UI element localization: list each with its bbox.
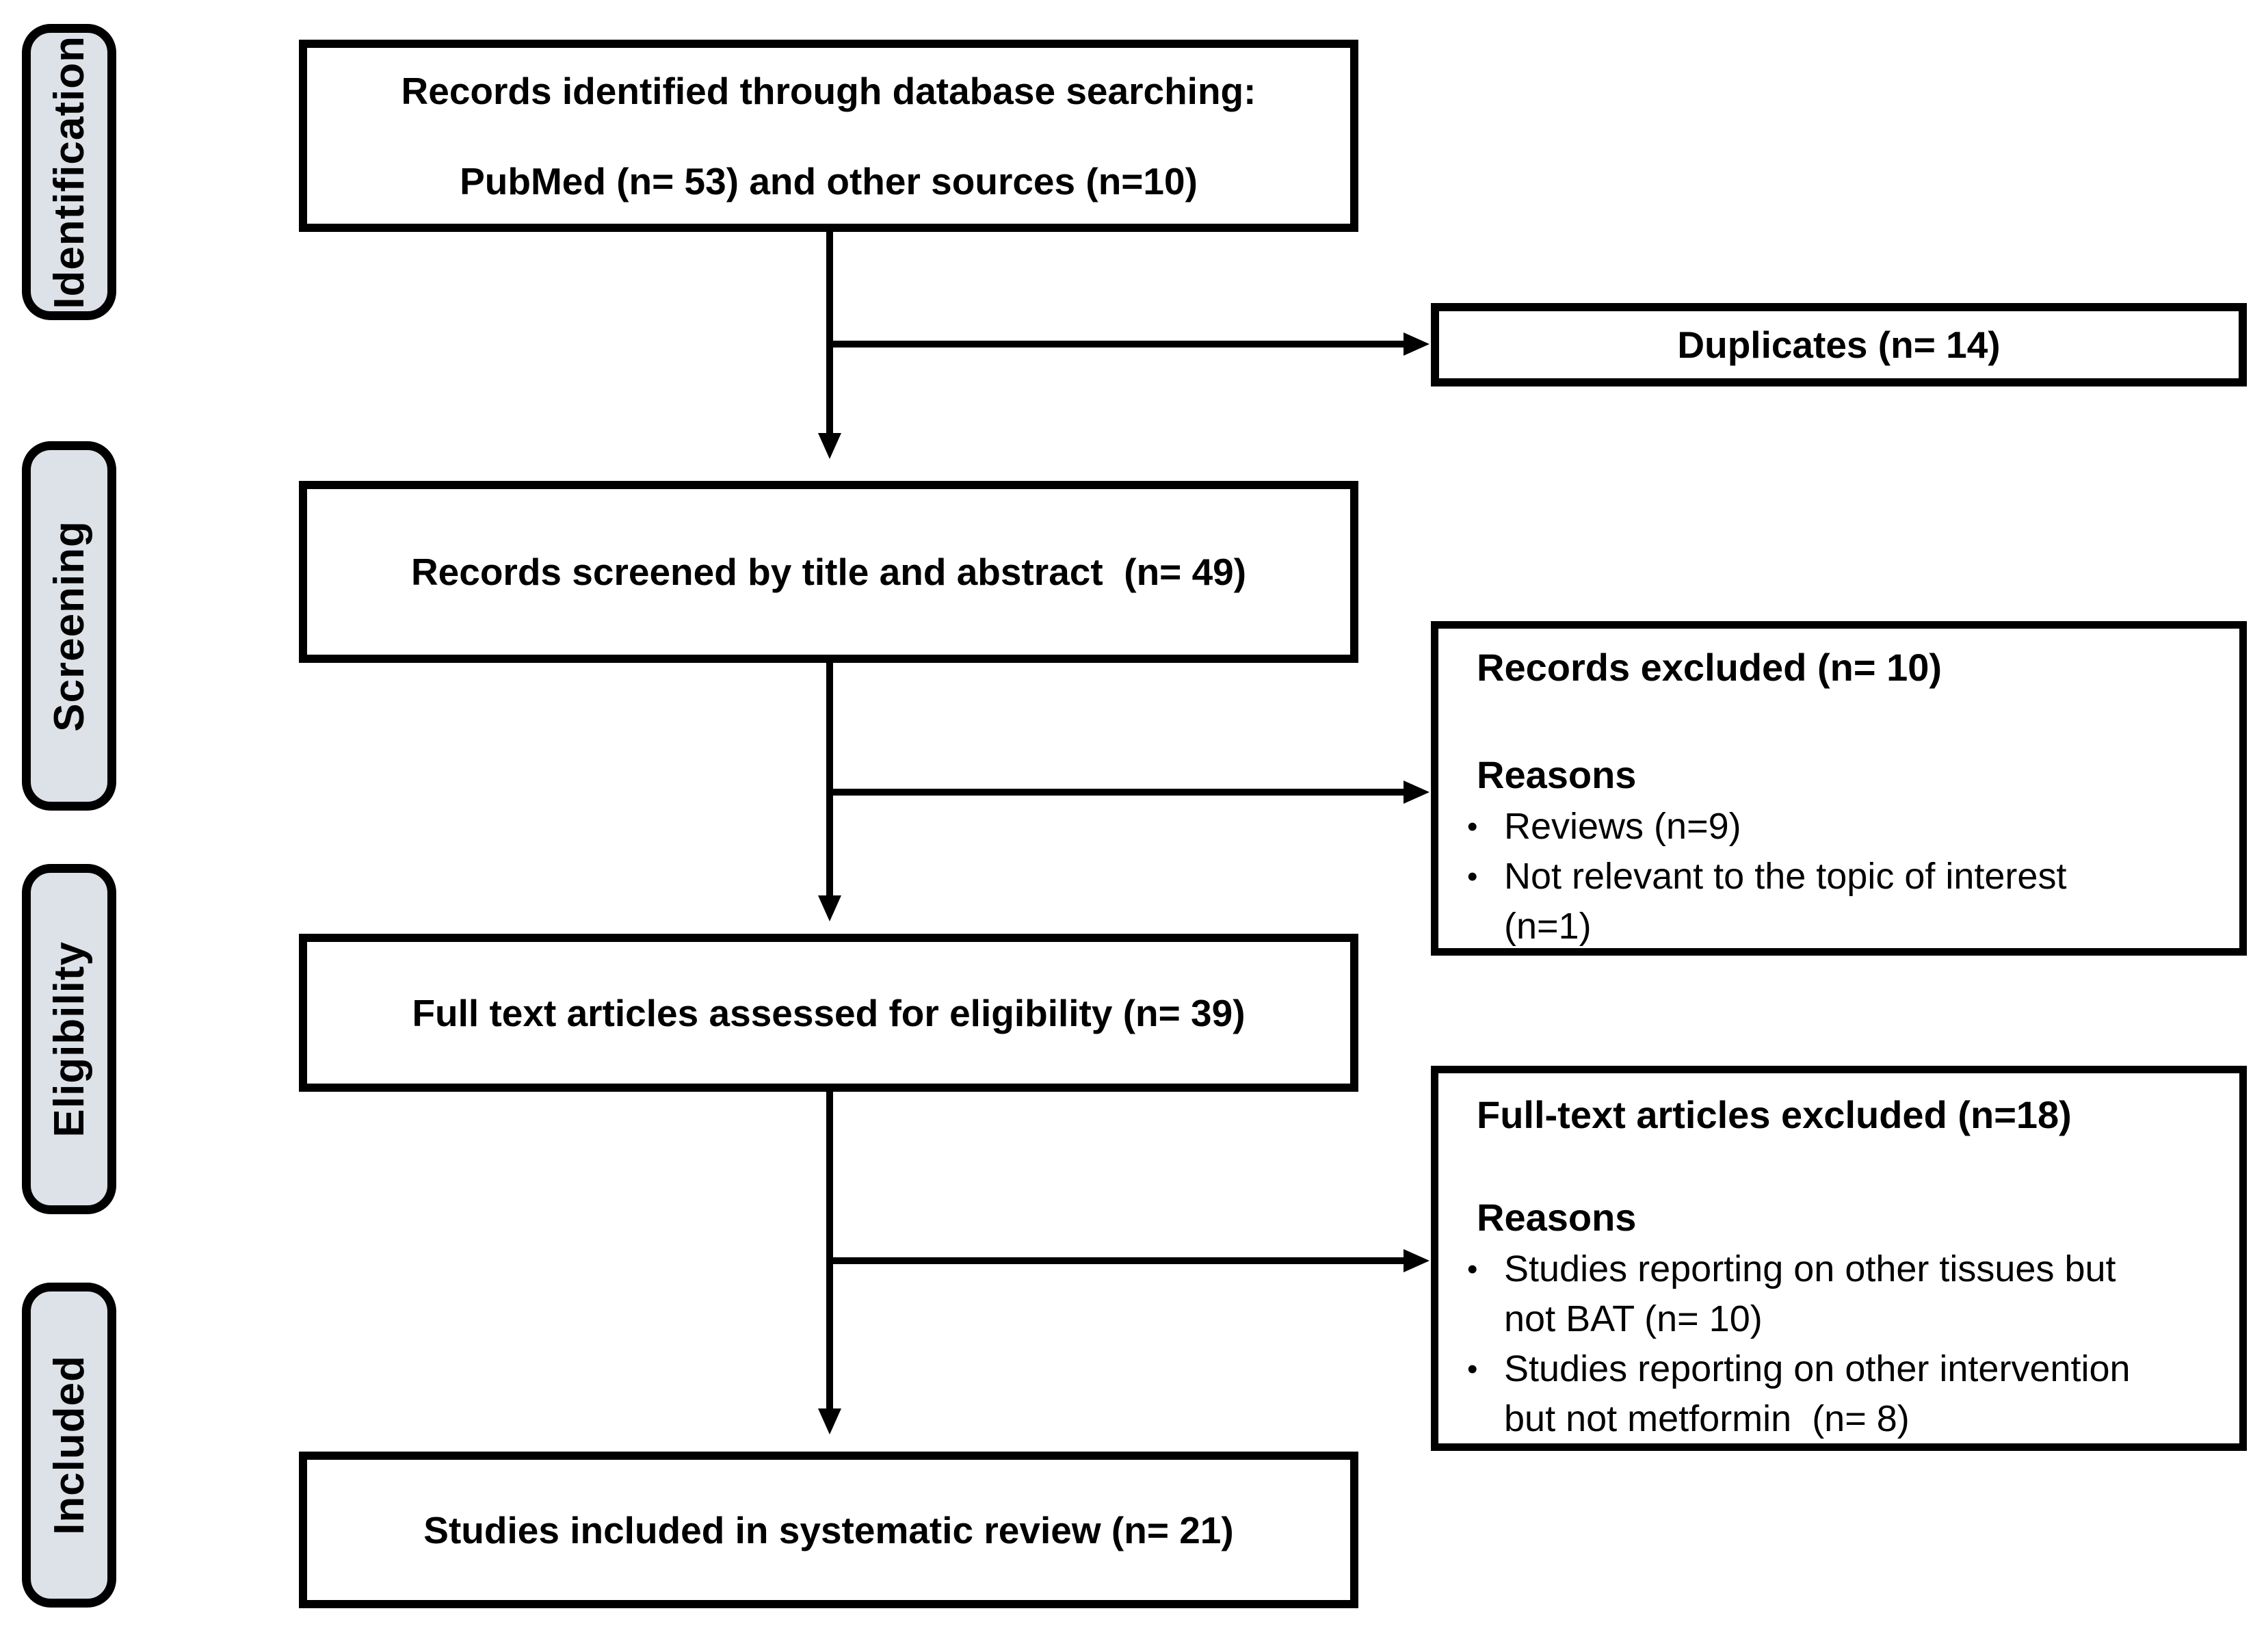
stage-label-screening-text: Screening: [45, 520, 93, 732]
fulltext-excluded-reason-2: Studies reporting on other intervention …: [1504, 1348, 2131, 1439]
stage-label-eligibility-text: Eligibility: [45, 941, 93, 1138]
stage-label-included-text: Included: [45, 1355, 93, 1535]
fulltext-excluded-title: Full-text articles excluded (n=18): [1477, 1093, 2072, 1136]
studies-included-text: Studies included in systematic review (n…: [423, 1508, 1234, 1551]
arrow-branch-records-excluded-line: [830, 789, 1408, 796]
arrow-identified-to-screened-line: [826, 231, 833, 436]
arrow-right-icon: [1404, 332, 1430, 356]
records-identified-line1: Records identified through database sear…: [401, 69, 1256, 112]
records-excluded-reason-2: Not relevant to the topic of interest (n…: [1504, 856, 2067, 947]
bullet-icon: •: [1467, 860, 1478, 893]
stage-label-screening: Screening: [22, 441, 116, 811]
stage-label-identification: Identification: [22, 24, 116, 320]
box-duplicates: Duplicates (n= 14): [1431, 303, 2247, 386]
records-excluded-title: Records excluded (n= 10): [1477, 646, 1942, 689]
stage-label-included: Included: [22, 1283, 116, 1608]
fulltext-excluded-reason-1: Studies reporting on other tissues but n…: [1504, 1248, 2116, 1339]
box-studies-included: Studies included in systematic review (n…: [299, 1452, 1358, 1608]
fulltext-assessed-text: Full text articles assessed for eligibil…: [412, 991, 1246, 1034]
arrow-screened-to-assessed-line: [826, 662, 833, 898]
box-fulltext-assessed: Full text articles assessed for eligibil…: [299, 934, 1358, 1092]
box-records-screened: Records screened by title and abstract (…: [299, 481, 1358, 663]
bullet-icon: •: [1467, 810, 1478, 843]
arrow-down-icon: [818, 433, 841, 459]
box-records-identified: Records identified through database sear…: [299, 40, 1358, 232]
arrow-down-icon: [818, 1408, 841, 1434]
box-fulltext-excluded: Full-text articles excluded (n=18) Reaso…: [1431, 1066, 2247, 1451]
bullet-icon: •: [1467, 1253, 1478, 1286]
arrow-right-icon: [1404, 781, 1430, 804]
arrow-right-icon: [1404, 1249, 1430, 1272]
stage-label-eligibility: Eligibility: [22, 864, 116, 1214]
box-records-excluded: Records excluded (n= 10) Reasons • Revie…: [1431, 621, 2247, 956]
records-identified-line2: PubMed (n= 53) and other sources (n=10): [460, 159, 1198, 202]
list-item: • Studies reporting on other interventio…: [1452, 1344, 2223, 1444]
arrow-branch-fulltext-excluded-line: [830, 1257, 1408, 1264]
fulltext-excluded-reasons-label: Reasons: [1477, 1196, 1637, 1239]
list-item: • Not relevant to the topic of interest …: [1452, 852, 2223, 952]
arrow-down-icon: [818, 895, 841, 921]
duplicates-text: Duplicates (n= 14): [1677, 324, 2001, 366]
stage-label-identification-text: Identification: [45, 35, 93, 309]
records-excluded-reasons-label: Reasons: [1477, 753, 1637, 796]
list-item: • Reviews (n=9): [1452, 802, 2223, 852]
records-excluded-reason-1: Reviews (n=9): [1504, 806, 1741, 847]
records-screened-text: Records screened by title and abstract (…: [410, 551, 1247, 593]
arrow-branch-duplicates-line: [830, 341, 1408, 348]
arrow-assessed-to-included-line: [826, 1091, 833, 1411]
list-item: • Studies reporting on other tissues but…: [1452, 1244, 2223, 1344]
bullet-icon: •: [1467, 1352, 1478, 1386]
